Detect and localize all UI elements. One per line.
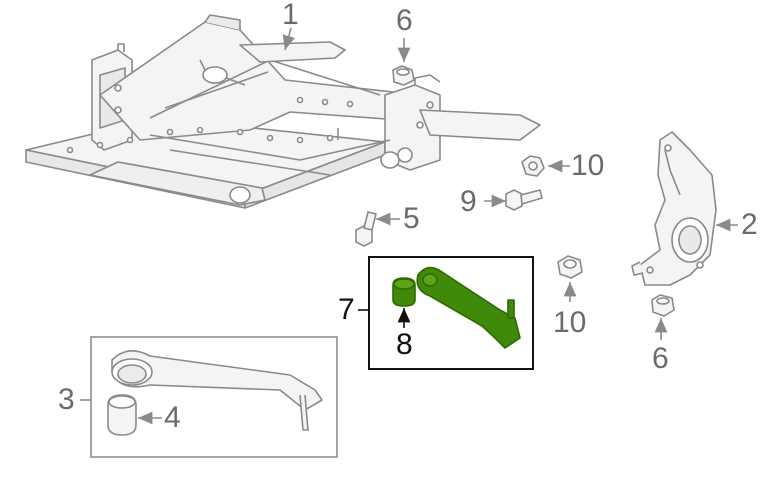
- nut-part-6-bottom: [651, 294, 675, 317]
- callout-7: 7: [338, 293, 355, 326]
- crossmember-subframe: [25, 14, 541, 209]
- nut-part-10-bottom: [557, 255, 583, 279]
- callout-4: 4: [164, 401, 181, 434]
- leader-arrows: [80, 27, 738, 425]
- assembly-box-3: [90, 336, 338, 458]
- callout-2: 2: [741, 208, 758, 241]
- nut-part-6-top: [392, 65, 415, 86]
- callout-3: 3: [58, 383, 75, 416]
- assembly-box-7: [368, 256, 534, 370]
- bushing-part-8: [392, 277, 416, 307]
- callout-5: 5: [403, 202, 420, 235]
- callout-10-top: 10: [571, 149, 605, 182]
- bushing-part-4: [107, 394, 137, 436]
- nut-part-10-top: [521, 155, 545, 177]
- callout-1: 1: [282, 0, 299, 31]
- callout-6-bottom: 6: [652, 342, 669, 375]
- steering-knuckle: [631, 131, 717, 286]
- callout-10-bottom: 10: [553, 306, 587, 339]
- bolt-part-9: [505, 189, 543, 211]
- control-arm-part-3: [111, 350, 323, 431]
- callout-6-top: 6: [396, 4, 413, 37]
- callout-9: 9: [460, 185, 477, 218]
- callout-8: 8: [396, 328, 413, 361]
- control-arm-part-7: [416, 266, 521, 349]
- bolt-part-5: [355, 211, 377, 247]
